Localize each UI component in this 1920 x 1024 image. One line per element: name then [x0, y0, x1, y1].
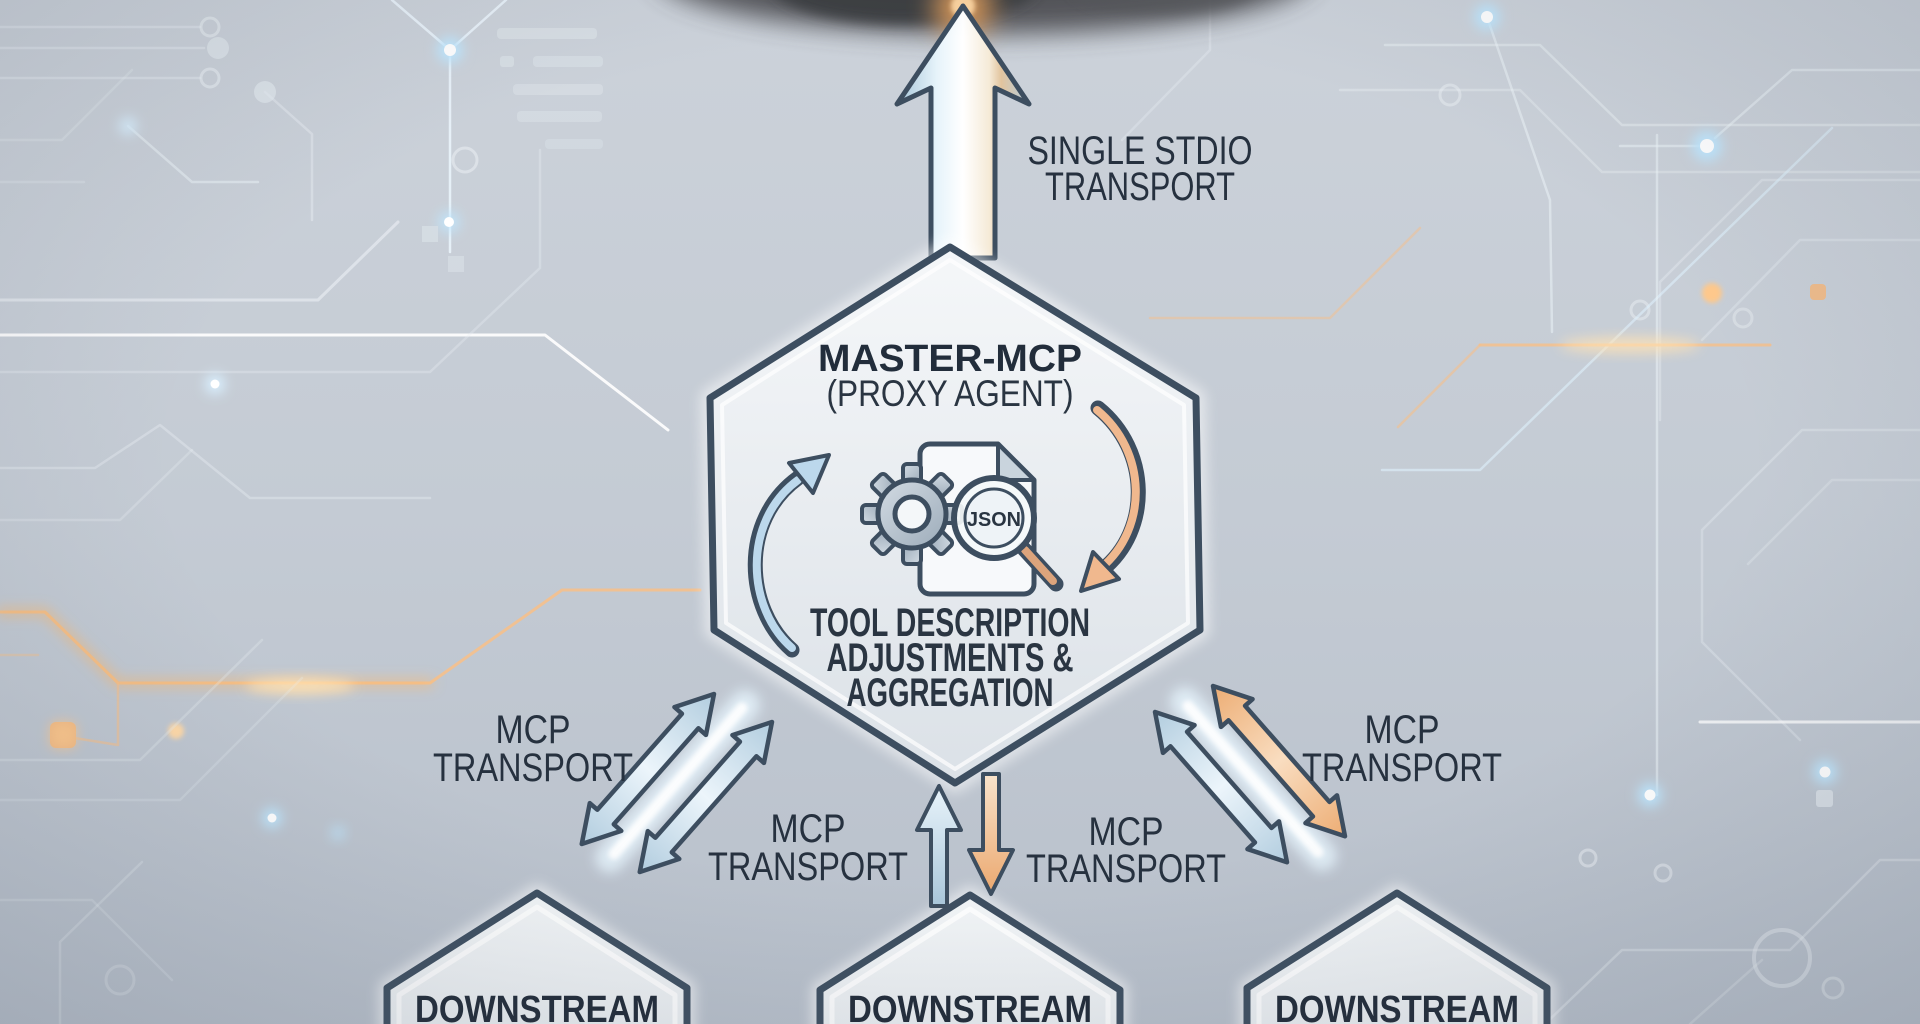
- vignette-overlay: [0, 0, 1920, 1024]
- mcp-architecture-diagram: MASTER-MCP (PROXY AGENT): [0, 0, 1920, 1024]
- diagram-canvas: MASTER-MCP (PROXY AGENT): [0, 0, 1920, 1024]
